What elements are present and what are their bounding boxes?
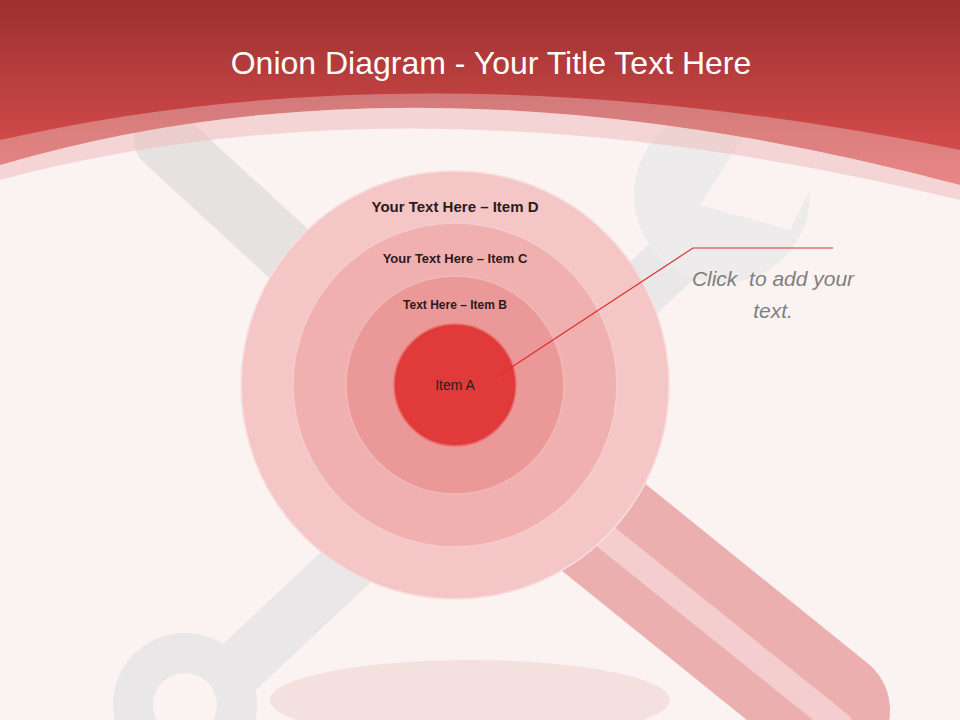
ring-circle	[394, 324, 516, 446]
wrench-ring-hole	[153, 673, 217, 720]
ring-circle	[241, 171, 669, 599]
ring-label: Item A	[435, 377, 475, 394]
ring-label: Text Here – Item B	[403, 298, 507, 312]
wrench-ring	[113, 633, 257, 720]
ring-label: Your Text Here – Item C	[383, 251, 528, 267]
onion-ring: Your Text Here – Item D Your Text Here – …	[240, 170, 670, 600]
onion-ring: Your Text Here – Item C Text Here – Item …	[292, 222, 618, 548]
ring-circle	[293, 223, 617, 547]
title-area: Onion Diagram - Your Title Text Here	[0, 44, 960, 82]
slide-title: Onion Diagram - Your Title Text Here	[0, 44, 960, 82]
callout-text: Click to add your text.	[688, 263, 858, 327]
ring-label: Your Text Here – Item D	[372, 198, 539, 216]
ring-circle	[346, 276, 564, 494]
onion-ring: Item A	[393, 323, 517, 447]
reflection	[270, 660, 670, 720]
tools-illustration	[113, 107, 840, 720]
onion-ring: Text Here – Item B Item A	[345, 275, 565, 495]
